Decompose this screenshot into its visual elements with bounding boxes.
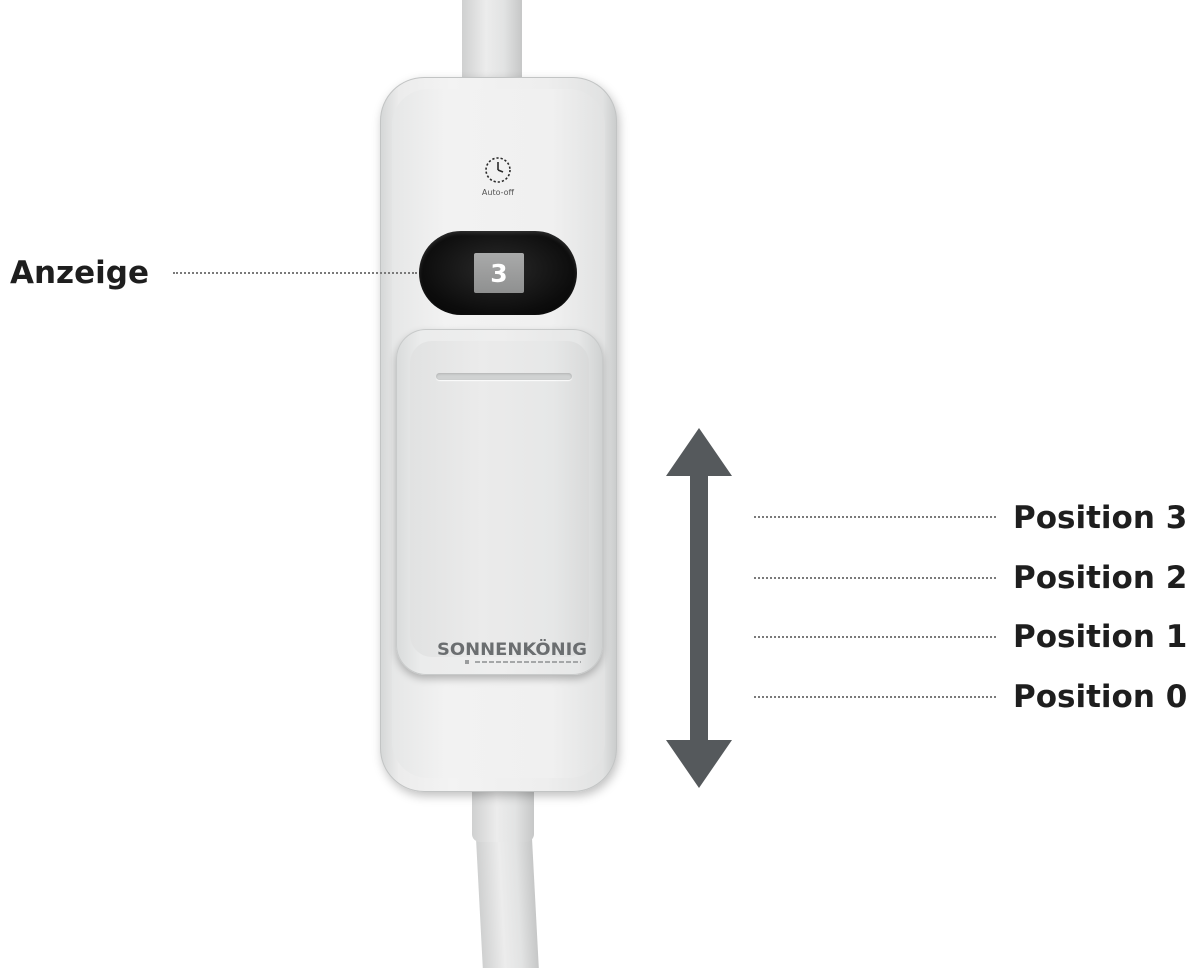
position-slider[interactable]	[396, 329, 603, 675]
position-0-label: Position 0	[1013, 679, 1188, 715]
display-value: 3	[490, 259, 508, 288]
clock-icon	[485, 157, 511, 183]
position-3-leader	[754, 516, 996, 518]
slider-grip-ridge	[436, 373, 572, 380]
display-window	[474, 253, 524, 293]
display-callout-label: Anzeige	[10, 255, 149, 291]
position-2-label: Position 2	[1013, 560, 1188, 596]
top-cable	[462, 0, 522, 90]
display-callout-leader	[173, 272, 417, 274]
position-0-leader	[754, 696, 996, 698]
brand-logo-text: SONNENKÖNIG	[437, 638, 587, 660]
position-2-leader	[754, 577, 996, 579]
double-arrow-vertical-icon	[666, 428, 732, 788]
timer-label: Auto-off	[481, 188, 515, 197]
bottom-cable-strain-relief	[472, 782, 534, 842]
brand-logo: SONNENKÖNIG	[437, 638, 587, 664]
slider-inner	[410, 341, 589, 657]
position-1-leader	[754, 636, 996, 638]
position-3-label: Position 3	[1013, 500, 1188, 536]
position-1-label: Position 1	[1013, 619, 1188, 655]
